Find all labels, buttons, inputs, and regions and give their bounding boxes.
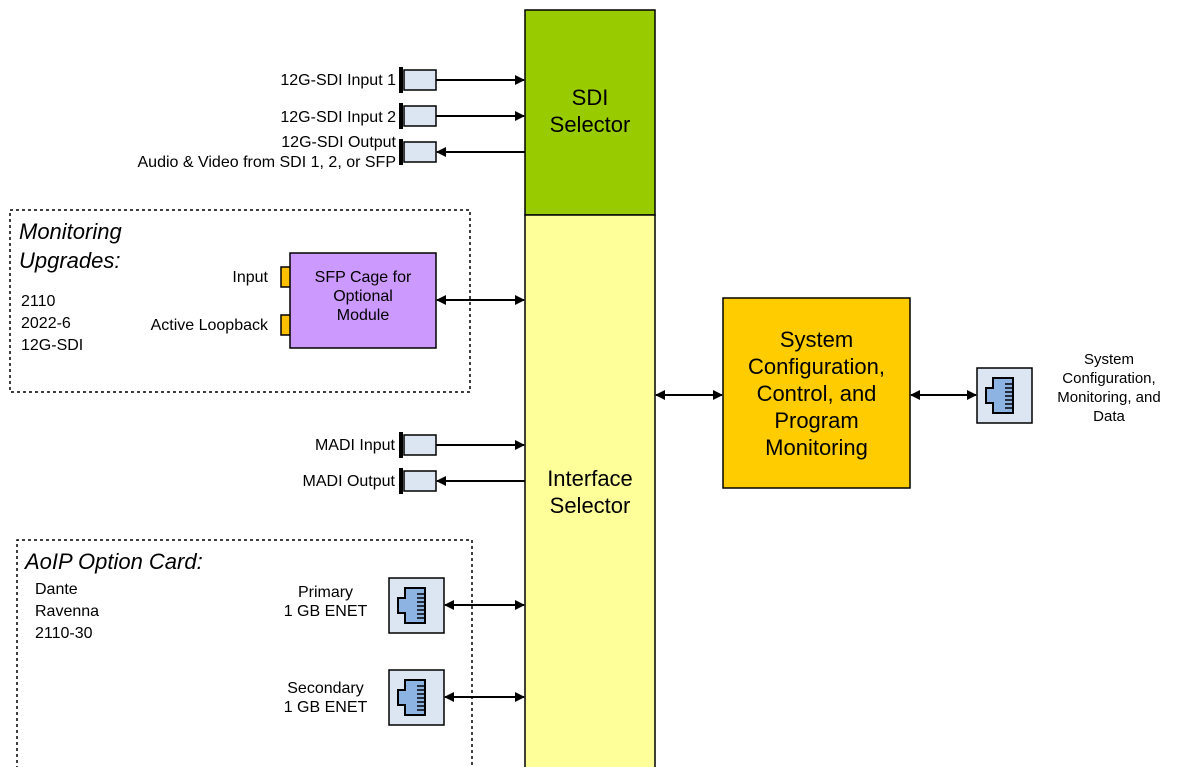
sfp-cage-line: Optional [333, 288, 393, 305]
sfp-loopback-label: Active Loopback [150, 317, 268, 334]
madi-output-label: MADI Output [302, 473, 395, 490]
interface-selector-label: Interface Selector [525, 465, 655, 519]
sfp-cage-line: Module [336, 307, 390, 324]
secondary-enet-label: Secondary 1 GB ENET [268, 679, 383, 717]
primary-line2: 1 GB ENET [283, 603, 368, 620]
external-label: System Configuration, Monitoring, and Da… [1036, 350, 1182, 426]
external-line: Data [1093, 408, 1125, 425]
aoip-title: AoIP Option Card: [25, 549, 203, 574]
rj45-port-icon [388, 669, 445, 726]
bnc-connector-icon [399, 139, 437, 165]
sdi-selector-line2: Selector [549, 112, 631, 137]
monitoring-title-line1: Monitoring [19, 219, 122, 244]
sfp-cage-label: SFP Cage for Optional Module [290, 268, 436, 325]
primary-line1: Primary [297, 584, 354, 601]
sdi-selector-block [524, 9, 656, 216]
sfp-cage-block [289, 252, 437, 349]
monitoring-item: 12G-SDI [21, 337, 84, 354]
system-line: Control, and [756, 381, 877, 406]
system-line: Program [774, 408, 859, 433]
primary-enet-label: Primary 1 GB ENET [268, 583, 383, 621]
system-line: System [779, 327, 854, 352]
rj45-port-icon [388, 577, 445, 634]
aoip-option-box [16, 539, 473, 767]
sfp-input-label: Input [232, 269, 268, 286]
external-line: System [1083, 351, 1134, 368]
bnc-connector-icon [399, 67, 437, 93]
interface-selector-line1: Interface [547, 466, 633, 491]
monitoring-title-line2: Upgrades: [19, 248, 121, 273]
sdi-selector-label: SDI Selector [525, 84, 655, 138]
system-line: Monitoring [765, 435, 868, 460]
system-block-label: System Configuration, Control, and Progr… [723, 326, 910, 461]
madi-input-label: MADI Input [314, 437, 395, 454]
secondary-line2: 1 GB ENET [283, 699, 368, 716]
external-line: Configuration, [1062, 370, 1156, 387]
sdi-selector-line1: SDI [571, 85, 609, 110]
bnc-connector-icon [399, 432, 437, 458]
secondary-line1: Secondary [287, 680, 364, 697]
aoip-item: Ravenna [35, 603, 100, 620]
aoip-item: Dante [35, 581, 78, 598]
bnc-connector-icon [399, 468, 437, 494]
interface-selector-block [524, 214, 656, 767]
monitoring-upgrades-box [9, 209, 471, 393]
monitoring-item: 2110 [21, 293, 56, 310]
monitoring-item: 2022-6 [21, 315, 71, 332]
system-line: Configuration, [748, 354, 885, 379]
sfp-cage-line: SFP Cage for [314, 269, 412, 286]
interface-selector-line2: Selector [549, 493, 631, 518]
bnc-connector-icon [399, 103, 437, 129]
external-line: Monitoring, and [1057, 389, 1161, 406]
sdi-input2-label: 12G-SDI Input 2 [280, 109, 396, 126]
sdi-output-desc: Audio & Video from SDI 1, 2, or SFP [137, 154, 397, 171]
aoip-item: 2110-30 [35, 625, 93, 642]
rj45-port-icon [976, 367, 1033, 424]
system-config-block [722, 297, 911, 489]
sdi-input1-label: 12G-SDI Input 1 [280, 72, 396, 89]
sdi-output-label: 12G-SDI Output [281, 134, 396, 151]
